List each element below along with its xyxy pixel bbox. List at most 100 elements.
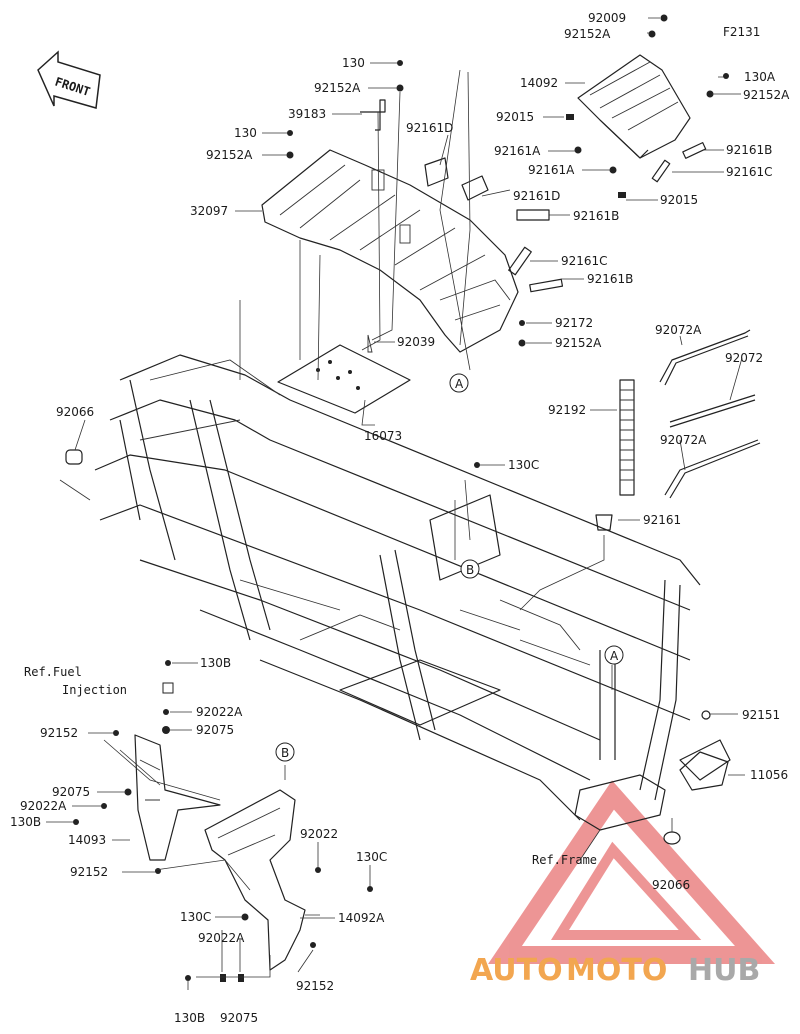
label-92015-a: 92015 <box>496 110 534 124</box>
label-14093: 14093 <box>68 833 106 847</box>
bolt-130C-a-icon <box>474 462 480 468</box>
marker-A-lower: A <box>604 645 624 665</box>
collar-92075-a-icon <box>162 726 170 734</box>
battery-case-part <box>261 149 519 353</box>
label-92161A-a: 92161A <box>494 144 541 158</box>
label-130C-c: 130C <box>180 910 211 924</box>
nut-92152-c-icon <box>310 942 316 948</box>
label-92152A-r: 92152A <box>743 88 790 102</box>
clip-92015-b-icon <box>618 192 626 198</box>
mat-16073-part <box>277 344 411 414</box>
label-92152A-t2: 92152A <box>314 81 361 95</box>
label-92015-b: 92015 <box>660 193 698 207</box>
label-92152-c: 92152 <box>296 979 334 993</box>
washer-92152A-r-icon <box>706 90 714 98</box>
svg-text:B: B <box>281 746 289 760</box>
bolt-130-l-icon <box>287 130 293 136</box>
label-92066-r: 92066 <box>652 878 690 892</box>
label-14092A: 14092A <box>338 911 385 925</box>
bolt-130B-b-icon <box>73 819 79 825</box>
svg-text:A: A <box>455 377 464 391</box>
washer-92022A-a-icon <box>163 709 169 715</box>
label-92022A-b: 92022A <box>20 799 67 813</box>
label-92072A-b: 92072A <box>660 433 707 447</box>
label-130B-a: 130B <box>200 656 231 670</box>
grommet-92161A-b-icon <box>609 166 617 174</box>
bolt-130C-c-icon <box>241 913 249 921</box>
label-39183: 39183 <box>288 107 326 121</box>
label-92066-l: 92066 <box>56 405 94 419</box>
washer-92152A-t2-icon <box>396 84 404 92</box>
label-92009: 92009 <box>588 11 626 25</box>
label-92161B-m: 92161B <box>573 209 619 223</box>
label-92161C-m: 92161C <box>561 254 608 268</box>
label-130C-b: 130C <box>356 850 387 864</box>
label-130-l: 130 <box>234 126 257 140</box>
watermark-auto: AUTO <box>470 953 563 988</box>
ecu-cover-part <box>577 54 691 159</box>
pad-92161D-a <box>424 157 449 187</box>
svg-text:B: B <box>466 563 474 577</box>
grommet-92066-l-icon <box>65 449 83 465</box>
label-92022A-a: 92022A <box>196 705 243 719</box>
pad-92161C-m <box>508 246 532 276</box>
guard-14093-part <box>134 734 221 861</box>
screw-92172-icon <box>519 320 525 326</box>
label-92161B-r: 92161B <box>726 143 772 157</box>
label-92161: 92161 <box>643 513 681 527</box>
label-130-top: 130 <box>342 56 365 70</box>
bolt-92151-icon <box>701 710 711 720</box>
grommet-92161-icon <box>595 514 613 531</box>
svg-text:A: A <box>610 649 619 663</box>
bolt-130-top-icon <box>397 60 403 66</box>
label-92161B-m2: 92161B <box>587 272 633 286</box>
pad-92161B-m2 <box>529 278 564 293</box>
marker-B-lower: B <box>275 742 295 762</box>
label-92152-a: 92152 <box>40 726 78 740</box>
bolt-92009-icon <box>660 14 668 22</box>
bolt-130C-b-icon <box>367 886 373 892</box>
part-labels: 92009 92152A 14092 130A 92152A 92015 921… <box>10 11 790 1025</box>
marker-A-upper: A <box>449 373 469 393</box>
bolt-130B-a-icon <box>165 660 171 666</box>
watermark-moto: MOTO <box>566 953 667 988</box>
collar-92075-b-icon <box>124 788 132 796</box>
label-92039: 92039 <box>397 335 435 349</box>
washer-92152A-l-icon <box>286 151 294 159</box>
ref-frame-label: Ref.Frame <box>532 853 597 867</box>
label-130B-b: 130B <box>10 815 41 829</box>
label-16073: 16073 <box>364 429 402 443</box>
clip-92015-a-icon <box>566 114 574 120</box>
pad-92161B-top <box>682 142 707 159</box>
label-92022A-c: 92022A <box>198 931 245 945</box>
bracket-39183-icon <box>360 99 386 131</box>
washer-92152A-top-icon <box>648 30 656 38</box>
strap-92072 <box>669 394 756 428</box>
label-92151: 92151 <box>742 708 780 722</box>
pad-92161C-top <box>651 159 671 183</box>
washer-92022-icon <box>315 867 321 873</box>
leader-lines <box>46 17 745 990</box>
label-92072: 92072 <box>725 351 763 365</box>
label-14092: 14092 <box>520 76 558 90</box>
label-130A: 130A <box>744 70 776 84</box>
label-32097: 32097 <box>190 204 228 218</box>
front-arrow-icon: FRONT <box>37 50 101 109</box>
bolt-130B-c-icon <box>185 975 191 981</box>
label-92075-b: 92075 <box>52 785 90 799</box>
marker-B-upper: B <box>460 559 480 579</box>
hose-92192-part <box>619 379 635 496</box>
pin-92039-icon <box>367 334 373 353</box>
main-frame-part <box>94 354 731 831</box>
label-11056: 11056 <box>750 768 788 782</box>
label-92152A-top: 92152A <box>564 27 611 41</box>
pad-92161B-m <box>516 209 550 221</box>
label-92152A-l: 92152A <box>206 148 253 162</box>
label-92152A-m: 92152A <box>555 336 602 350</box>
label-92161D-a: 92161D <box>406 121 453 135</box>
bracket-11056-part <box>679 751 729 791</box>
collar-92075-c-icon <box>238 974 244 982</box>
label-92075-a: 92075 <box>196 723 234 737</box>
label-92072A-a: 92072A <box>655 323 702 337</box>
